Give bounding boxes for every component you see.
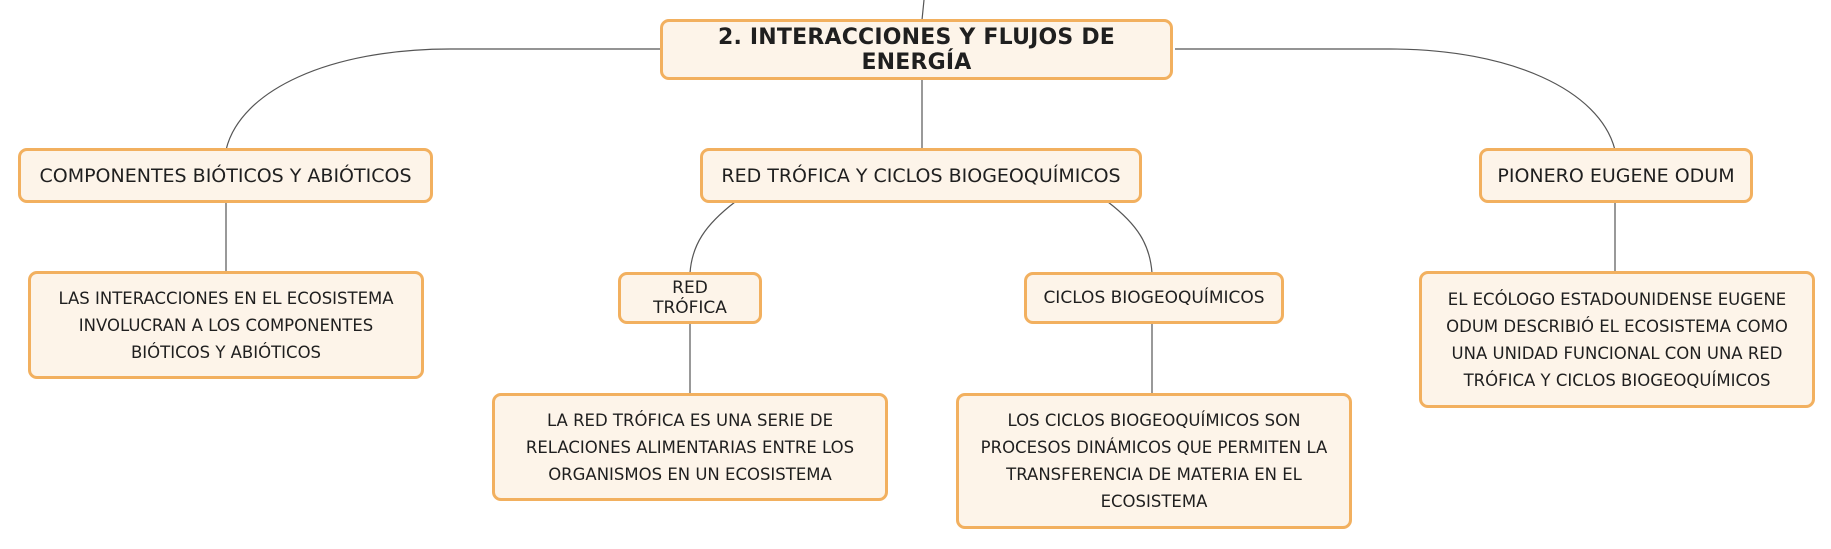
node-bioticos-detail[interactable]: LAS INTERACCIONES EN EL ECOSISTEMA INVOL… <box>28 271 424 379</box>
node-ciclos-label: CICLOS BIOGEOQUÍMICOS <box>1043 288 1265 308</box>
node-red-trofica-label: RED TRÓFICA <box>653 278 727 318</box>
connector-red-ciclos-ciclos <box>1107 201 1153 274</box>
node-bioticos-detail-text: LAS INTERACCIONES EN EL ECOSISTEMA INVOL… <box>58 288 394 362</box>
root-label: 2. INTERACCIONES Y FLUJOS DE ENERGÍA <box>717 24 1116 75</box>
connector-root-bioticos <box>225 48 663 151</box>
node-red-trofica-ciclos-label: RED TRÓFICA Y CICLOS BIOGEOQUÍMICOS <box>721 164 1121 187</box>
node-odum-detail[interactable]: EL ECÓLOGO ESTADOUNIDENSE EUGENE ODUM DE… <box>1419 271 1815 408</box>
root-node[interactable]: 2. INTERACCIONES Y FLUJOS DE ENERGÍA <box>660 19 1173 80</box>
node-red-trofica[interactable]: RED TRÓFICA <box>618 272 762 324</box>
node-red-trofica-detail-text: LA RED TRÓFICA ES UNA SERIE DE RELACIONE… <box>525 410 855 484</box>
node-ciclos-detail[interactable]: LOS CICLOS BIOGEOQUÍMICOS SON PROCESOS D… <box>956 393 1352 529</box>
node-red-trofica-detail[interactable]: LA RED TRÓFICA ES UNA SERIE DE RELACIONE… <box>492 393 888 501</box>
node-odum-detail-text: EL ECÓLOGO ESTADOUNIDENSE EUGENE ODUM DE… <box>1446 289 1788 390</box>
connector-root-odum <box>1175 48 1616 151</box>
connector-red-ciclos-red-trofica <box>689 201 736 274</box>
node-componentes-bioticos[interactable]: COMPONENTES BIÓTICOS Y ABIÓTICOS <box>18 148 433 203</box>
connector-incoming <box>921 0 925 21</box>
node-pionero-odum-label: PIONERO EUGENE ODUM <box>1497 164 1735 187</box>
node-pionero-odum[interactable]: PIONERO EUGENE ODUM <box>1479 148 1753 203</box>
node-red-trofica-ciclos[interactable]: RED TRÓFICA Y CICLOS BIOGEOQUÍMICOS <box>700 148 1142 203</box>
node-ciclos-detail-text: LOS CICLOS BIOGEOQUÍMICOS SON PROCESOS D… <box>980 411 1328 511</box>
node-componentes-bioticos-label: COMPONENTES BIÓTICOS Y ABIÓTICOS <box>39 164 412 187</box>
node-ciclos[interactable]: CICLOS BIOGEOQUÍMICOS <box>1024 272 1284 324</box>
